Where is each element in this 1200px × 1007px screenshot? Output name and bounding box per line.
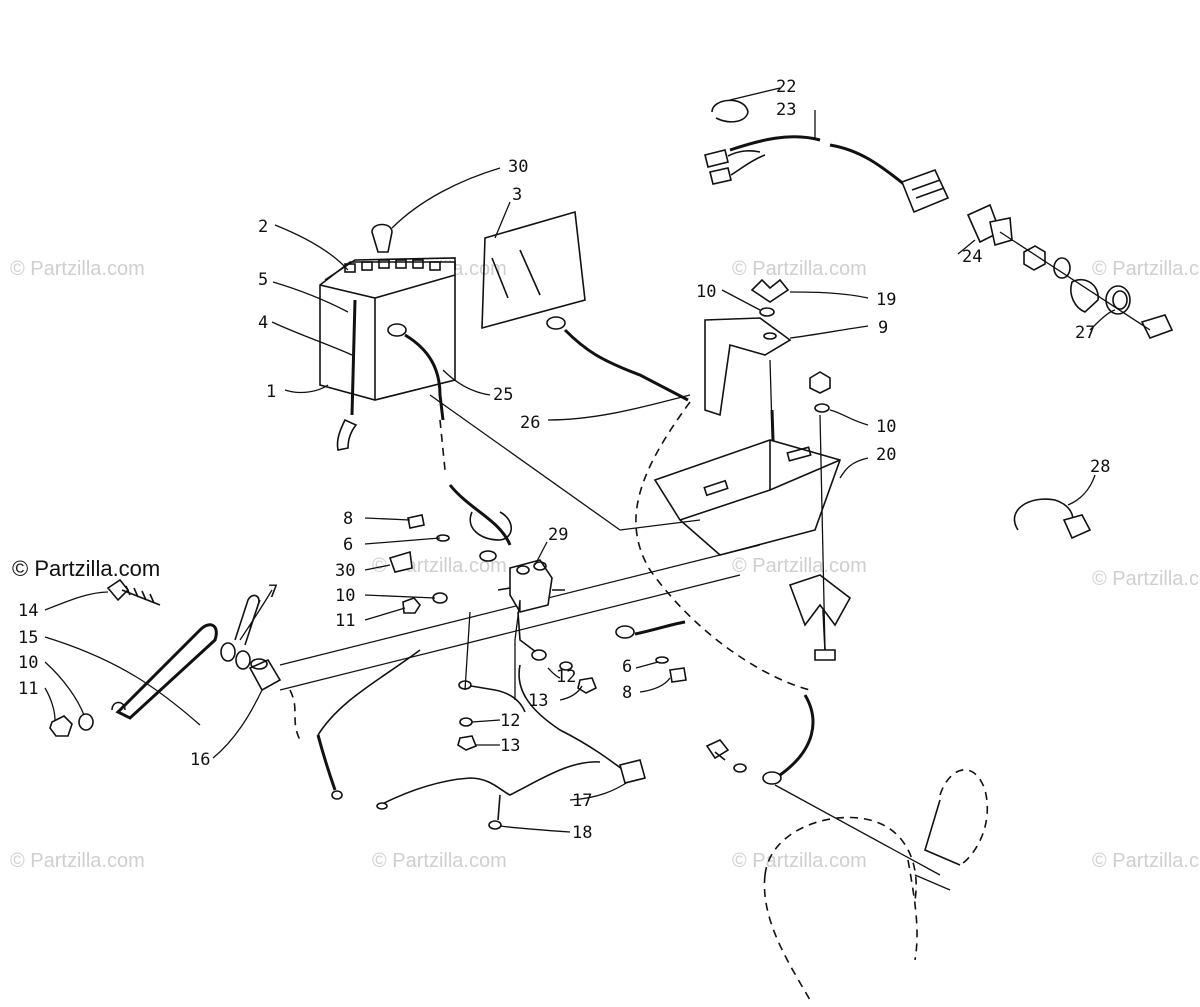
leader-lines bbox=[44, 87, 1116, 833]
callout-26: 26 bbox=[520, 413, 540, 433]
terminal-boot[interactable] bbox=[388, 550, 413, 573]
battery-pad[interactable] bbox=[481, 210, 586, 330]
watermark: © Partzilla.com bbox=[10, 850, 145, 872]
callout-8: 8 bbox=[622, 683, 632, 703]
callout-22: 22 bbox=[776, 77, 796, 97]
starter-solenoid[interactable] bbox=[497, 559, 565, 613]
callout-19: 19 bbox=[876, 290, 896, 310]
callout-17: 17 bbox=[572, 791, 592, 811]
watermark-prominent: © Partzilla.com bbox=[12, 556, 161, 581]
callout-2: 2 bbox=[258, 217, 268, 237]
callout-14: 14 bbox=[18, 601, 38, 621]
callout-11: 11 bbox=[18, 679, 38, 699]
wire-clip[interactable] bbox=[711, 99, 749, 123]
callout-20: 20 bbox=[876, 445, 896, 465]
switch-washer[interactable] bbox=[1053, 257, 1071, 279]
callout-10: 10 bbox=[335, 586, 355, 606]
washer[interactable] bbox=[78, 713, 94, 731]
callout-18: 18 bbox=[572, 823, 592, 843]
starter-washer[interactable] bbox=[733, 763, 747, 773]
recoil-starter-housing[interactable] bbox=[763, 769, 988, 1001]
callout-12: 12 bbox=[500, 711, 520, 731]
callout-6: 6 bbox=[622, 657, 632, 677]
lock-washer[interactable] bbox=[655, 656, 669, 664]
callout-3: 3 bbox=[512, 185, 522, 205]
callout-9: 9 bbox=[878, 318, 888, 338]
tray-nut[interactable] bbox=[809, 371, 831, 394]
starter-cable[interactable] bbox=[615, 620, 815, 785]
callout-8: 8 bbox=[343, 509, 353, 529]
callout-11: 11 bbox=[335, 611, 355, 631]
watermark: © Partzilla.com bbox=[732, 850, 867, 872]
callout-10: 10 bbox=[876, 417, 896, 437]
callout-10: 10 bbox=[696, 282, 716, 302]
battery[interactable] bbox=[319, 257, 456, 451]
starter-bolt[interactable] bbox=[705, 739, 730, 761]
callout-29: 29 bbox=[548, 525, 568, 545]
battery-tray[interactable] bbox=[653, 439, 842, 556]
switch-nut[interactable] bbox=[1023, 245, 1046, 271]
callout-4: 4 bbox=[258, 313, 268, 333]
torque-link[interactable] bbox=[111, 623, 218, 720]
callout-13: 13 bbox=[528, 691, 548, 711]
nut[interactable] bbox=[457, 735, 478, 751]
watermark: © Partzilla.com bbox=[1092, 258, 1200, 280]
callout-6: 6 bbox=[343, 535, 353, 555]
hold-down-strap[interactable] bbox=[704, 317, 792, 417]
adjuster-bolt[interactable] bbox=[106, 578, 161, 606]
battery-cable-positive[interactable] bbox=[546, 316, 689, 402]
callout-25: 25 bbox=[493, 385, 513, 405]
callout-12: 12 bbox=[556, 667, 576, 687]
watermark: © Partzilla.com bbox=[372, 850, 507, 872]
ignition-key[interactable] bbox=[1140, 314, 1174, 339]
washer[interactable] bbox=[759, 307, 775, 317]
callout-5: 5 bbox=[258, 270, 268, 290]
nut[interactable] bbox=[577, 677, 598, 694]
screw[interactable] bbox=[669, 667, 687, 683]
callout-numbers: 2 3 5 4 1 30 25 26 10 19 9 10 20 22 23 2… bbox=[18, 77, 1110, 843]
callout-16: 16 bbox=[190, 750, 210, 770]
tray-bolt[interactable] bbox=[814, 609, 836, 661]
hose-clamp[interactable] bbox=[1013, 498, 1092, 540]
terminal-cap[interactable] bbox=[371, 223, 393, 253]
washer[interactable] bbox=[459, 717, 473, 727]
callout-7: 7 bbox=[268, 582, 278, 602]
spacer-washers[interactable] bbox=[220, 594, 260, 670]
battery-cable-negative[interactable] bbox=[387, 323, 445, 421]
callout-1: 1 bbox=[266, 382, 276, 402]
bushing[interactable] bbox=[248, 658, 282, 692]
watermark: © Partzilla.com bbox=[732, 258, 867, 280]
callout-30: 30 bbox=[335, 561, 355, 581]
watermark: © Partzilla.com bbox=[732, 555, 867, 577]
screw[interactable] bbox=[407, 514, 425, 529]
callout-10: 10 bbox=[18, 653, 38, 673]
ignition-switch[interactable] bbox=[966, 203, 1013, 247]
callout-15: 15 bbox=[18, 628, 38, 648]
washer[interactable] bbox=[559, 661, 573, 671]
switch-bezel[interactable] bbox=[1070, 278, 1099, 313]
callout-27: 27 bbox=[1075, 323, 1095, 343]
watermark: © Partzilla.com bbox=[1092, 850, 1200, 872]
spring[interactable] bbox=[1105, 285, 1131, 315]
callout-28: 28 bbox=[1090, 457, 1110, 477]
washer[interactable] bbox=[432, 592, 448, 604]
callout-13: 13 bbox=[500, 736, 520, 756]
watermark: © Partzilla.com bbox=[10, 258, 145, 280]
solenoid-cable[interactable] bbox=[448, 484, 513, 562]
tray-washer[interactable] bbox=[814, 403, 830, 413]
ignition-harness[interactable] bbox=[704, 135, 950, 214]
wing-nut[interactable] bbox=[750, 278, 790, 303]
callout-23: 23 bbox=[776, 100, 796, 120]
solenoid-wire-harness[interactable] bbox=[376, 611, 646, 830]
ground-cable[interactable] bbox=[316, 649, 421, 800]
callout-30: 30 bbox=[508, 157, 528, 177]
watermark: © Partzilla.com bbox=[1092, 568, 1200, 590]
callout-24: 24 bbox=[962, 247, 982, 267]
nut[interactable] bbox=[49, 715, 73, 737]
nut[interactable] bbox=[402, 597, 421, 614]
